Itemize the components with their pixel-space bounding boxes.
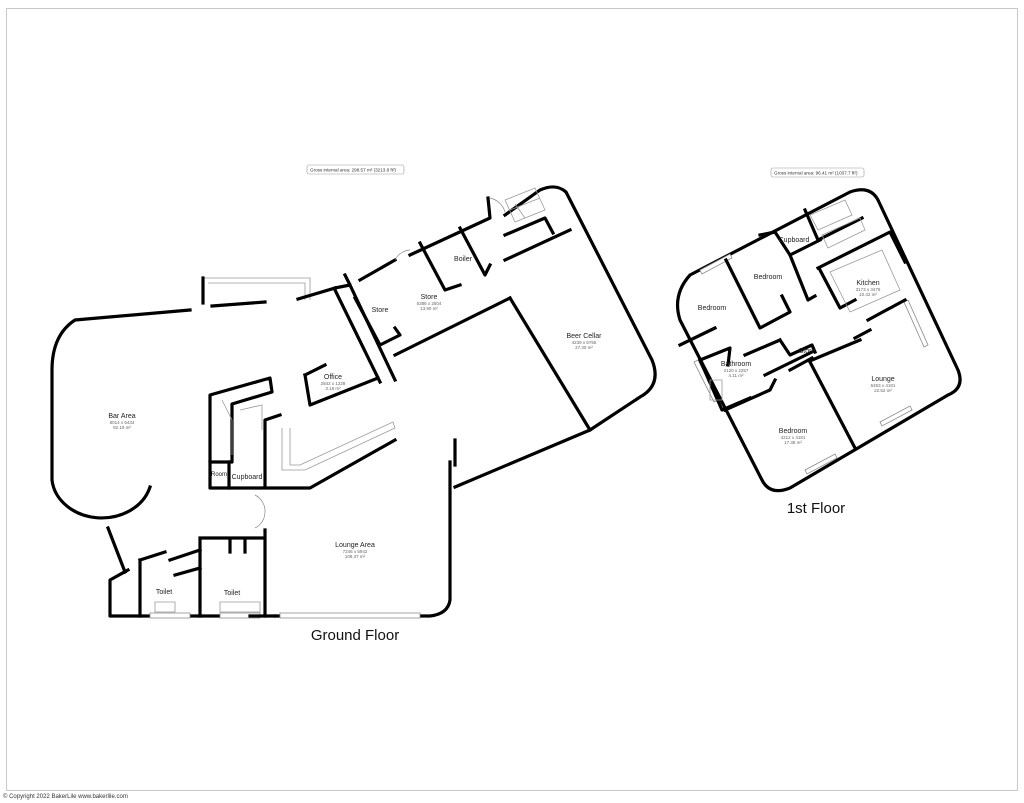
room-store: Store	[421, 294, 438, 301]
room-lounge-area: Lounge Area	[335, 542, 375, 549]
room-bedroom-1: Bedroom	[779, 428, 808, 435]
first-floor-title: 1st Floor	[787, 500, 845, 517]
room-cupboard-ff: Cupboard	[779, 237, 810, 244]
room-lounge: Lounge	[871, 376, 894, 383]
svg-text:13.90 m²: 13.90 m²	[420, 306, 438, 311]
svg-text:3173 x 3475: 3173 x 3475	[856, 287, 881, 292]
room-boiler: Boiler	[454, 256, 473, 263]
room-bedroom-2: Bedroom	[754, 274, 783, 281]
svg-text:2120 x 2257: 2120 x 2257	[724, 368, 749, 373]
svg-text:10.42 m²: 10.42 m²	[859, 292, 877, 297]
room-beer-cellar: Beer Cellar	[566, 333, 602, 340]
svg-text:2842 x 1228: 2842 x 1228	[321, 381, 346, 386]
svg-text:4212 x 4181: 4212 x 4181	[781, 435, 806, 440]
svg-text:3.18 m²: 3.18 m²	[325, 386, 341, 391]
first-floor-gross-area: Gross internal area: 96.41 m² (1037.7 ft…	[770, 167, 865, 178]
room-room: Room	[211, 472, 227, 478]
svg-text:8014 x 6434: 8014 x 6434	[110, 420, 135, 425]
room-bedroom-3: Bedroom	[698, 305, 727, 312]
first-floor-plan	[676, 188, 962, 493]
svg-text:108.37 m²: 108.37 m²	[345, 554, 366, 559]
room-store-ff: Store	[799, 348, 816, 355]
room-toilet-2: Toilet	[224, 590, 240, 597]
copyright: © Copyright 2022 BakerLile www.bakerlile…	[3, 794, 128, 800]
ground-floor-plan	[50, 185, 657, 619]
svg-text:17.38 m²: 17.38 m²	[784, 440, 802, 445]
room-store-small: Store	[372, 307, 389, 314]
ground-floor-gross-area: Gross internal area: 298.57 m² (3213.8 f…	[306, 164, 405, 175]
svg-text:22.52 m²: 22.52 m²	[874, 388, 892, 393]
page-frame	[6, 8, 1018, 791]
ground-floor-labels: Bar Area 8014 x 6434 92.19 m² Office 284…	[108, 256, 602, 644]
room-bar-area: Bar Area	[108, 413, 135, 420]
svg-text:5386 x 2504: 5386 x 2504	[417, 301, 442, 306]
room-office: Office	[324, 374, 342, 381]
first-floor-labels: Kitchen 3173 x 3475 10.42 m² Bathroom 21…	[698, 237, 896, 517]
svg-text:27.30 m²: 27.30 m²	[575, 345, 593, 350]
svg-text:Gross internal area: 298.57 m²: Gross internal area: 298.57 m² (3213.8 f…	[310, 168, 397, 173]
svg-text:92.19 m²: 92.19 m²	[113, 425, 131, 430]
svg-text:7246 x 5942: 7246 x 5942	[343, 549, 368, 554]
svg-text:4239 x 6755: 4239 x 6755	[572, 340, 597, 345]
svg-text:5453 x 4181: 5453 x 4181	[871, 383, 896, 388]
room-kitchen: Kitchen	[856, 280, 879, 287]
svg-text:Gross internal area: 96.41 m²: Gross internal area: 96.41 m² (1037.7 ft…	[774, 171, 858, 176]
room-cupboard: Cupboard	[232, 474, 263, 481]
ground-floor-title: Ground Floor	[311, 627, 399, 644]
svg-text:4.11 m²: 4.11 m²	[729, 373, 744, 378]
room-bathroom: Bathroom	[721, 361, 752, 368]
room-toilet-1: Toilet	[156, 589, 172, 596]
